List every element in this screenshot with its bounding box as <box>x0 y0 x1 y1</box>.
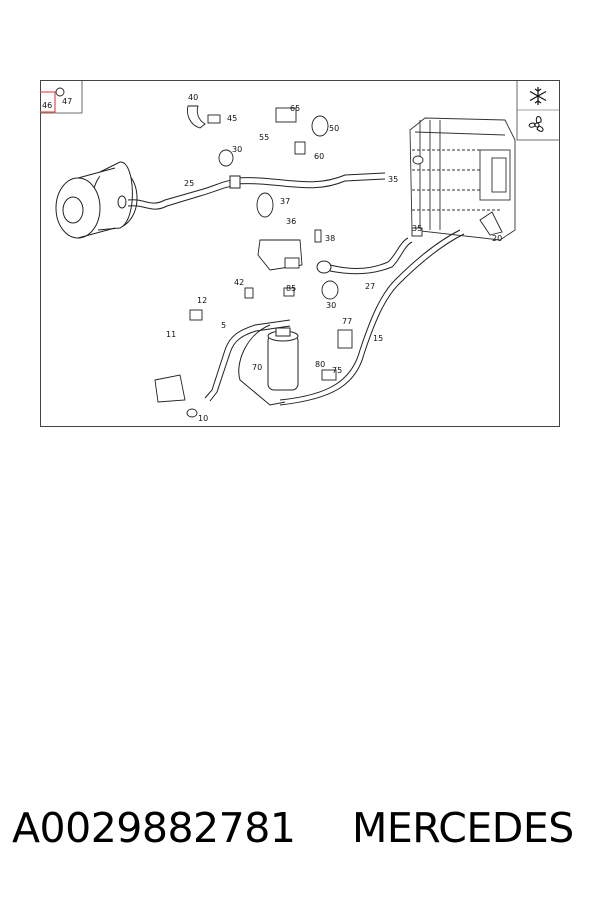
callout-70: 70 <box>252 363 262 372</box>
callout-35-right: 35 <box>412 224 422 233</box>
callout-80: 80 <box>315 360 325 369</box>
callout-47: 47 <box>62 97 72 106</box>
part-number: A0029882781 <box>12 804 296 852</box>
callout-35-left: 35 <box>388 175 398 184</box>
callout-60: 60 <box>314 152 324 161</box>
parts-diagram: 47 46 40 45 65 55 50 60 30 25 35 37 36 3… <box>40 80 560 427</box>
line-25 <box>127 172 386 210</box>
highlight-46 <box>40 91 56 113</box>
callout-46: 46 <box>42 101 52 110</box>
callout-50: 50 <box>329 124 339 133</box>
callout-11: 11 <box>166 330 176 339</box>
callout-27: 27 <box>365 282 375 291</box>
callout-5: 5 <box>221 321 226 330</box>
brand-name: MERCEDES <box>352 804 574 852</box>
callout-55: 55 <box>259 133 269 142</box>
callout-37: 37 <box>280 197 290 206</box>
receiver-drier <box>267 327 299 391</box>
callout-45: 45 <box>227 114 237 123</box>
callout-30-lower: 30 <box>326 301 336 310</box>
callout-42: 42 <box>234 278 244 287</box>
corner-label-box <box>40 80 83 114</box>
callout-30-upper: 30 <box>232 145 242 154</box>
callout-65: 65 <box>290 104 300 113</box>
line-15 <box>279 229 465 406</box>
callout-38: 38 <box>325 234 335 243</box>
callout-25: 25 <box>184 179 194 188</box>
line-5 <box>204 319 291 406</box>
fittings <box>55 87 503 418</box>
climate-icon-box <box>516 80 560 141</box>
callout-85: 85 <box>286 284 296 293</box>
callout-12: 12 <box>197 296 207 305</box>
callout-77: 77 <box>342 317 352 326</box>
line-27 <box>316 237 413 275</box>
callout-36: 36 <box>286 217 296 226</box>
snowflake-icon <box>529 87 547 105</box>
fan-icon <box>528 116 544 132</box>
evaporator-housing <box>409 117 516 241</box>
callout-75: 75 <box>332 366 342 375</box>
compressor <box>55 161 138 239</box>
callout-10: 10 <box>198 414 208 423</box>
callout-15: 15 <box>373 334 383 343</box>
callout-20: 20 <box>492 234 502 243</box>
callout-40: 40 <box>188 93 198 102</box>
